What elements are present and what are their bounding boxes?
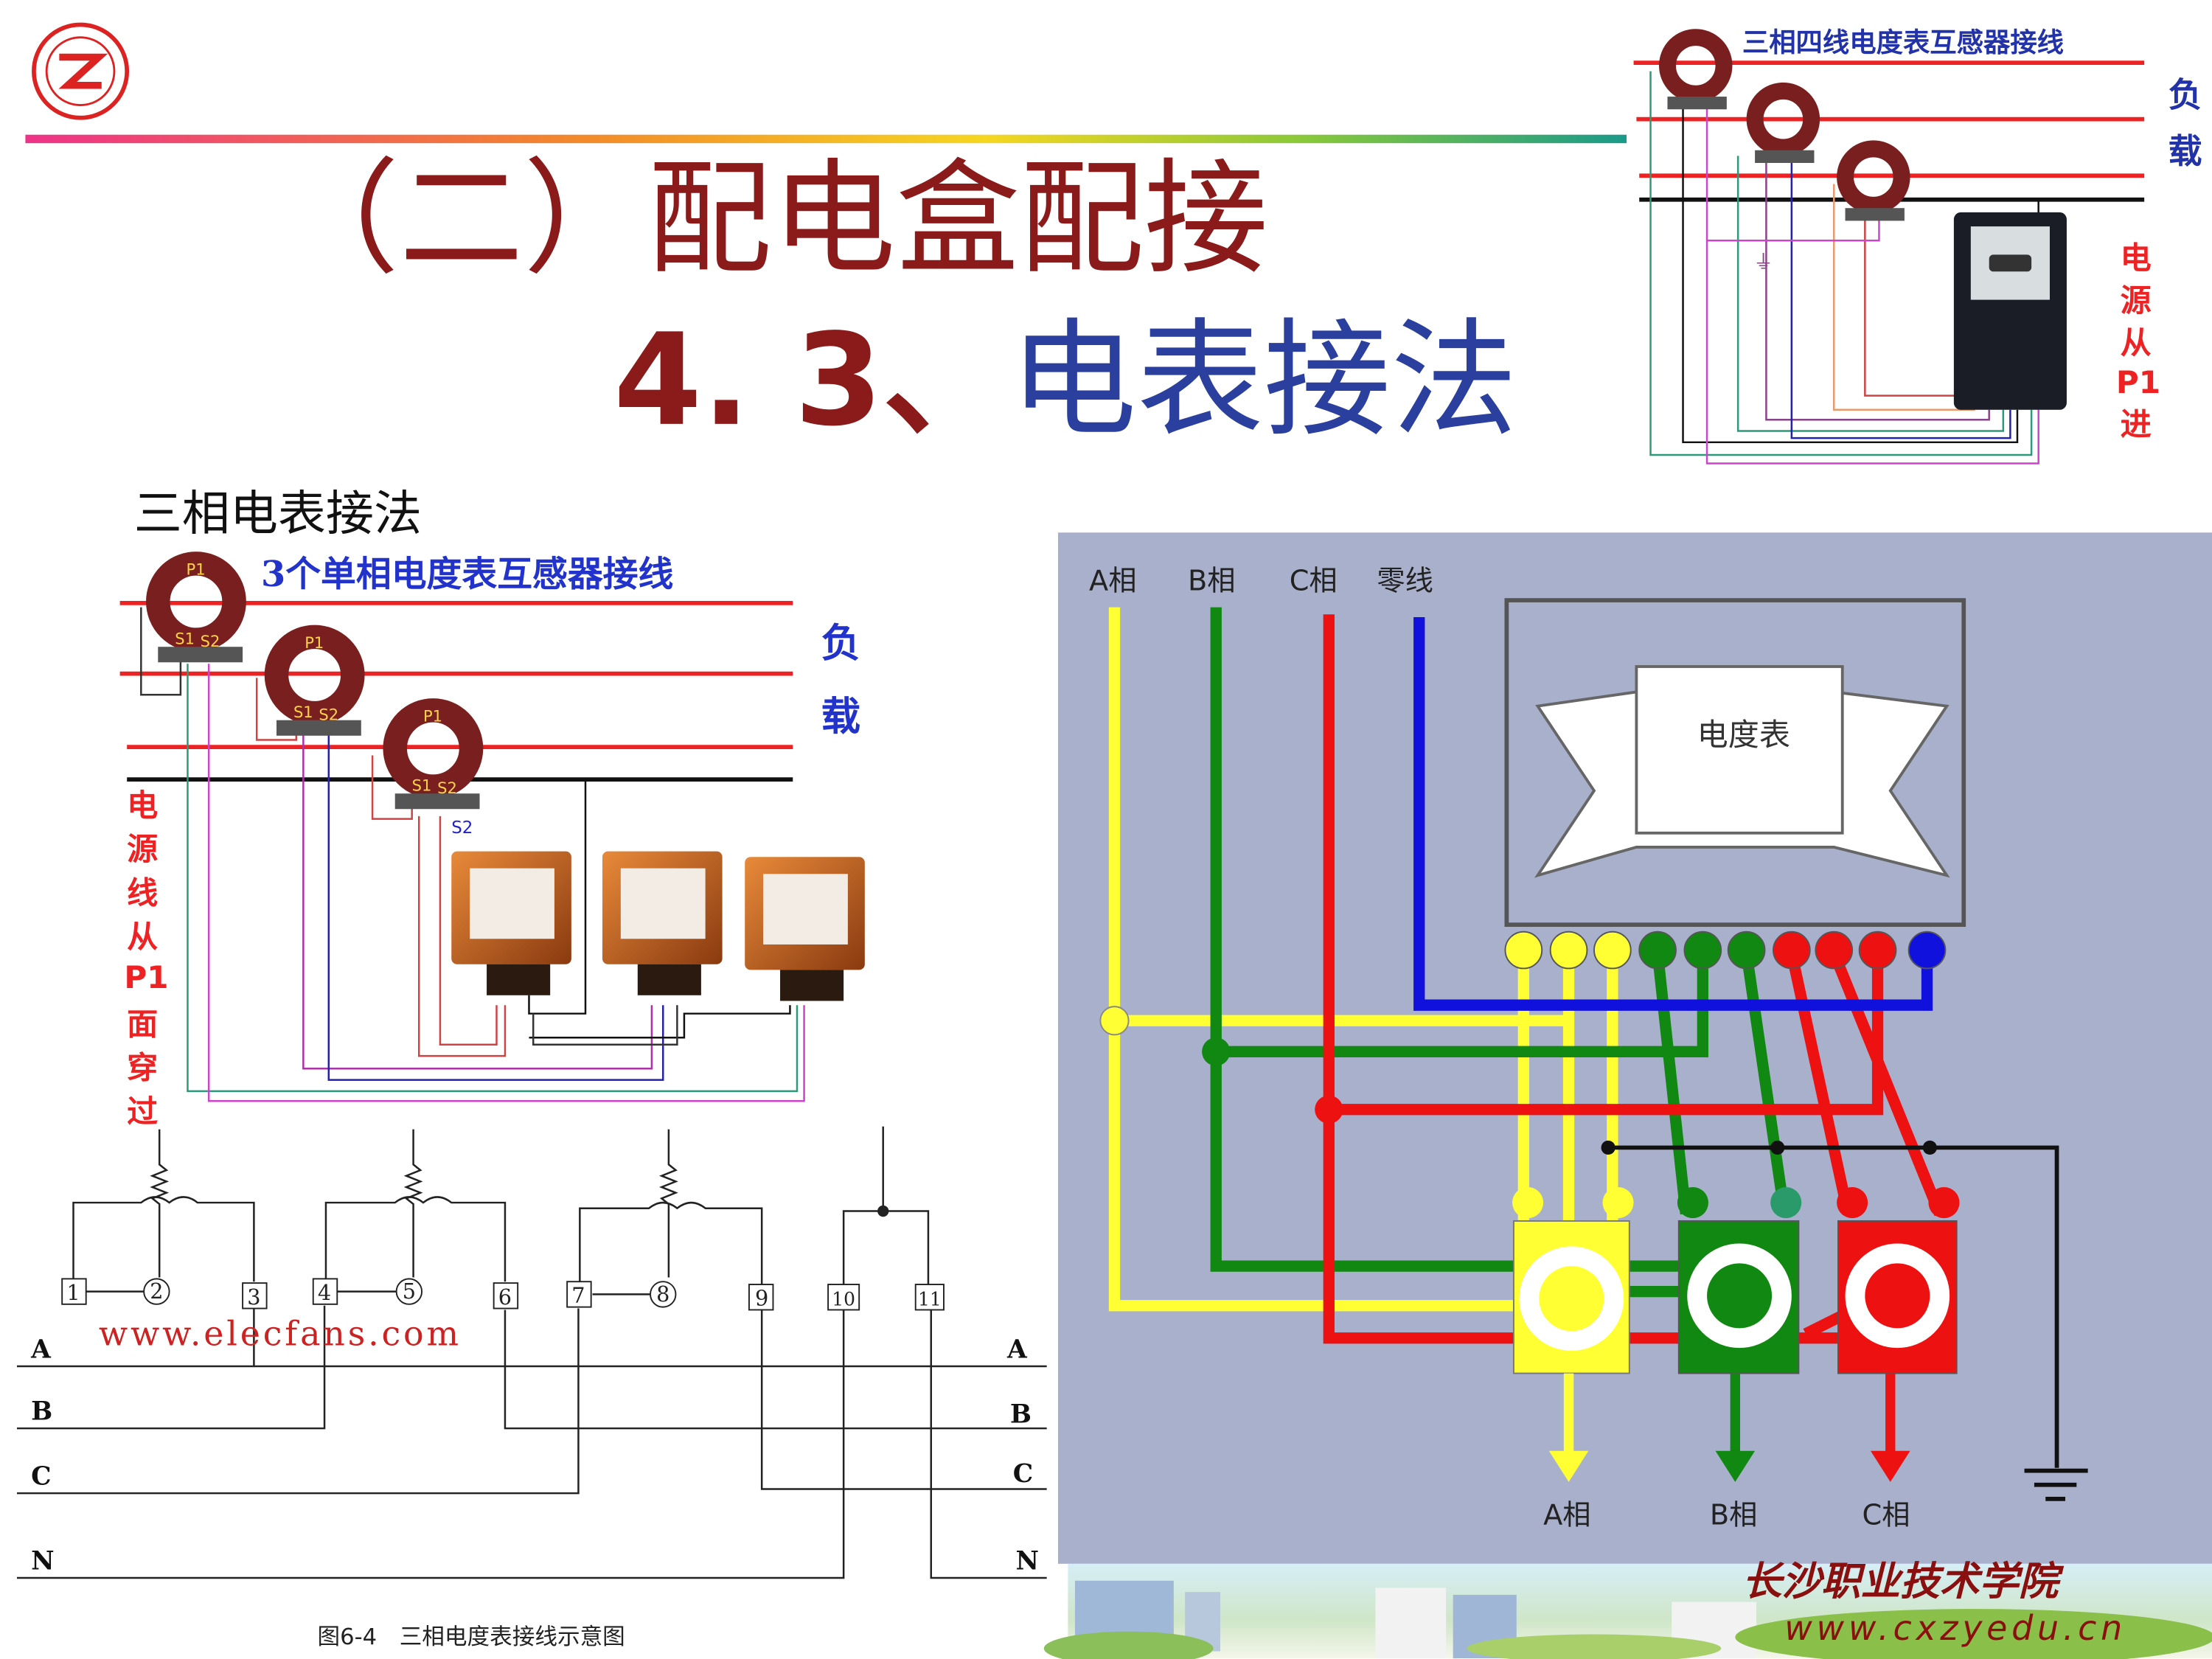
ct-red [1837, 1187, 1960, 1482]
terminal-2: 2 [150, 1279, 163, 1304]
left-source-1: 电 [127, 787, 158, 824]
wire-label-neutral: 零线 [1377, 565, 1433, 598]
junction-dot [1099, 1006, 1130, 1036]
left-source-7: 穿 [127, 1050, 158, 1086]
line-label-a-left: A [30, 1335, 52, 1365]
terminal-4: 4 [318, 1280, 331, 1305]
ground-icon: ⏚ [1753, 251, 1773, 273]
left-title: 3个单相电度表互感器接线 [261, 554, 673, 595]
terminal-10: 10 [832, 1289, 855, 1310]
title-line1: （二）配电盒配接 [275, 147, 1268, 291]
left-heading: 三相电表接法 [134, 486, 422, 541]
tr-load-1: 负 [2168, 74, 2202, 114]
meter-terminals [1504, 931, 1947, 970]
ct-icon [146, 552, 246, 663]
tr-source-1: 电 [2121, 240, 2152, 276]
ct-icon [1837, 140, 1910, 221]
line-label-c-right: C [1013, 1459, 1033, 1489]
meter-box: 电度表 [1504, 598, 1966, 928]
line-label-n-right: N [1016, 1547, 1039, 1576]
terminal-3: 3 [247, 1284, 260, 1310]
title-number: 4. 3、 [613, 306, 1009, 454]
tr-source-4: P1 [2116, 364, 2160, 400]
gradient-divider [25, 134, 1627, 144]
output-label-b: B相 [1710, 1498, 1758, 1531]
terminal-9: 9 [755, 1286, 768, 1311]
three-phase-meter-image [1953, 212, 2067, 410]
left-source-4: 从 [127, 919, 158, 955]
meter-wiring-panel: A相 B相 C相 零线 电度表 [1057, 532, 2212, 1564]
terminal-11: 11 [918, 1289, 942, 1310]
school-logo [32, 22, 130, 120]
left-source-3: 线 [127, 874, 158, 911]
terminal-1: 1 [66, 1280, 80, 1305]
terminal-6: 6 [498, 1284, 512, 1310]
terminal-7: 7 [571, 1283, 585, 1308]
ct-label-s1: S1 [412, 776, 432, 794]
left-source-6: 面 [127, 1006, 158, 1042]
tr-load-2: 载 [2168, 131, 2202, 171]
figure-caption: 图6-4 三相电度表接线示意图 [317, 1624, 625, 1650]
meter-image [451, 851, 571, 995]
output-label-c: C相 [1863, 1498, 1910, 1531]
left-source-8: 过 [127, 1093, 158, 1130]
tr-source-5: 进 [2121, 406, 2152, 442]
tr-source-2: 源 [2121, 282, 2152, 319]
watermark: www.elecfans.com [99, 1313, 462, 1353]
title-line2: 4. 3、电表接法 [613, 306, 1517, 454]
ct-label-s2: S2 [319, 706, 338, 724]
footer-banner: 长沙职业技术学院 www.cxzyedu.cn [1043, 1558, 2212, 1659]
line-label-n-left: N [31, 1547, 54, 1576]
terminal-5: 5 [403, 1279, 416, 1304]
terminal-labels: 1 2 3 4 5 6 7 8 9 10 11 [61, 1278, 945, 1311]
left-source-2: 源 [127, 831, 158, 867]
wire-label-c: C相 [1290, 565, 1338, 598]
ct-yellow [1512, 1187, 1634, 1482]
left-load-2: 载 [821, 693, 861, 740]
junction-dot [1315, 1095, 1343, 1124]
wire-label-b: B相 [1188, 565, 1236, 598]
ct-label-p1: P1 [305, 633, 324, 652]
title-text: 电表接法 [1009, 306, 1517, 454]
line-label-a-right: A [1006, 1335, 1028, 1365]
s2-label: S2 [451, 818, 473, 838]
ground-symbol [2024, 1468, 2088, 1501]
wiring-schematic [16, 1126, 1047, 1579]
left-ct-diagram: 3个单相电度表互感器接线 P1 S1 S2 P1 S1 S2 [119, 552, 865, 1130]
line-label-b-right: B [1010, 1400, 1032, 1430]
output-label-a: A相 [1543, 1498, 1590, 1531]
ct-icon [1659, 29, 1733, 110]
ct-label-s2: S2 [201, 632, 220, 650]
school-name: 长沙职业技术学院 [1742, 1558, 2065, 1604]
tr-title: 三相四线电度表互感器接线 [1742, 27, 2064, 58]
left-source-5: P1 [124, 959, 168, 995]
ct-green [1677, 1187, 1802, 1482]
ct-icon [264, 625, 365, 736]
junction-dot [1202, 1037, 1231, 1066]
line-label-c-left: C [31, 1462, 51, 1492]
ct-label-s1: S1 [175, 629, 195, 647]
ct-icon [383, 698, 484, 810]
ct-label-p1: P1 [423, 707, 442, 726]
tr-source-3: 从 [2121, 324, 2152, 361]
ct-label-s1: S1 [293, 703, 313, 721]
ct-icon [1746, 82, 1820, 163]
ct-label-s2: S2 [437, 779, 457, 797]
top-right-diagram: 三相四线电度表互感器接线 ⏚ 负 载 电 源 [1633, 27, 2202, 465]
meter-image [745, 857, 865, 1001]
wire-label-a: A相 [1089, 565, 1136, 598]
ct-label-p1: P1 [187, 560, 206, 579]
terminal-8: 8 [656, 1281, 669, 1307]
school-url: www.cxzyedu.cn [1784, 1608, 2126, 1648]
left-load-1: 负 [821, 620, 861, 667]
line-label-b-left: B [31, 1397, 52, 1427]
meter-image [602, 851, 723, 995]
junction-dot [877, 1205, 889, 1217]
meter-label: 电度表 [1697, 717, 1790, 753]
